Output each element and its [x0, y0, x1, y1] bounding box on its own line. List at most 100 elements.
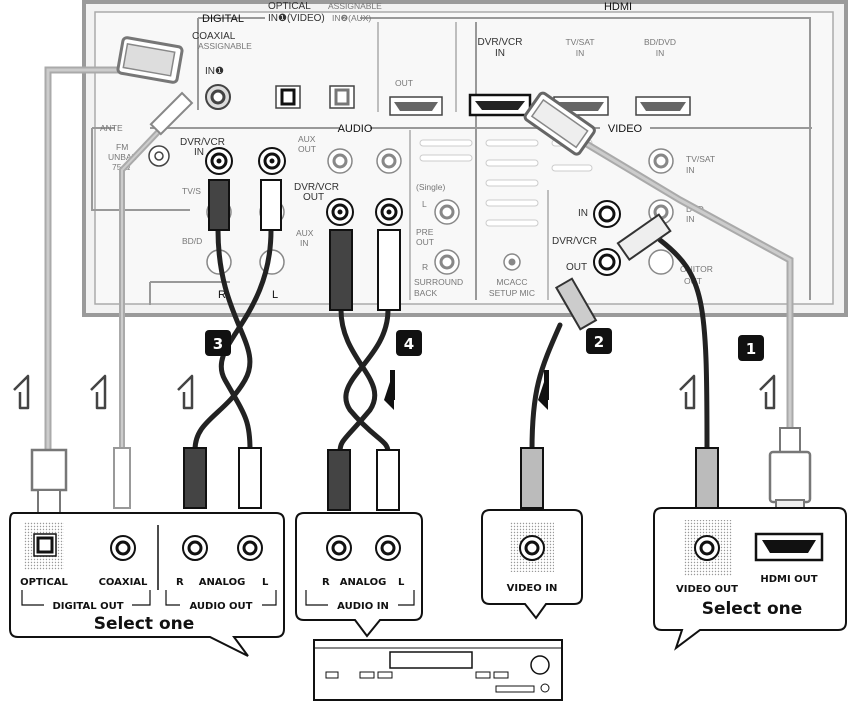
- svg-text:COAXIAL: COAXIAL: [192, 31, 236, 42]
- audio-in-r-jack: [326, 535, 352, 561]
- svg-text:3: 3: [213, 335, 223, 353]
- signal-arrows: [13, 370, 776, 410]
- source-output-box: OPTICAL COAXIAL R ANALOG L DIGITAL OUT A…: [9, 512, 285, 657]
- audio-in-plug-r: [327, 449, 351, 511]
- rca-plug-white-l: [260, 179, 282, 231]
- svg-text:DIGITAL OUT: DIGITAL OUT: [52, 601, 123, 612]
- svg-text:TV/SAT: TV/SAT: [565, 37, 594, 47]
- svg-text:AUDIO OUT: AUDIO OUT: [190, 601, 253, 612]
- coax-plug-top: [149, 91, 194, 136]
- optical-plug-bottom: [30, 448, 68, 515]
- svg-text:1: 1: [746, 340, 756, 358]
- svg-text:(Single): (Single): [416, 182, 445, 192]
- recorder-audio-in-box: R ANALOG L AUDIO IN: [295, 512, 423, 638]
- audio-in-l-jack: [375, 535, 401, 561]
- svg-text:BD/D: BD/D: [182, 236, 202, 246]
- svg-text:Select one: Select one: [94, 614, 195, 634]
- hdmi-out-jack: [754, 532, 824, 562]
- coax-plug-bottom: [113, 447, 131, 509]
- svg-text:IN: IN: [686, 165, 695, 175]
- svg-text:FM: FM: [116, 142, 128, 152]
- rca-jacks-dark: [205, 147, 621, 276]
- svg-text:IN❷(AUX): IN❷(AUX): [332, 13, 371, 23]
- svg-text:L: L: [422, 199, 427, 209]
- analog-out-cable-l: [218, 227, 274, 453]
- svg-text:IN: IN: [194, 147, 204, 158]
- fm-antenna-jack: [148, 145, 170, 167]
- audio-in-cable-l: [343, 307, 391, 455]
- svg-text:SETUP MIC: SETUP MIC: [489, 288, 535, 298]
- svg-text:AUX: AUX: [298, 134, 316, 144]
- svg-text:DIGITAL: DIGITAL: [202, 13, 244, 25]
- svg-text:TV/S: TV/S: [182, 186, 201, 196]
- svg-text:R: R: [322, 577, 330, 588]
- rca-jacks-grey: [206, 148, 674, 275]
- svg-text:HDMI: HDMI: [604, 1, 632, 13]
- optical-plug-top: [116, 36, 184, 84]
- analog-plug-l: [238, 447, 262, 509]
- badge-4: 4: [396, 330, 422, 356]
- video-plug-in: [616, 213, 672, 262]
- svg-text:IN: IN: [576, 48, 585, 58]
- svg-text:OPTICAL: OPTICAL: [20, 577, 68, 588]
- badge-3: 3: [205, 330, 231, 356]
- svg-text:OUT: OUT: [395, 78, 413, 88]
- rca-plug-dark-r: [208, 179, 230, 231]
- panel-jacks: [148, 84, 691, 276]
- hdmi-jacks: [389, 93, 691, 117]
- svg-text:IN: IN: [578, 208, 588, 219]
- svg-text:IN❶: IN❶: [205, 66, 224, 77]
- svg-text:DVR/VCR: DVR/VCR: [294, 182, 339, 193]
- svg-text:ANALOG: ANALOG: [199, 577, 246, 588]
- svg-text:ONITOR: ONITOR: [680, 264, 713, 274]
- svg-text:ANTE: ANTE: [100, 123, 123, 133]
- rca-plug-white-aux: [377, 229, 401, 311]
- svg-text:IN: IN: [300, 238, 309, 248]
- audio-in-plug-l: [376, 449, 400, 511]
- hdmi-plug-bottom: [768, 427, 812, 521]
- svg-text:2: 2: [594, 333, 604, 351]
- svg-text:AUDIO: AUDIO: [338, 123, 373, 135]
- video-out-plug: [695, 447, 719, 509]
- optical-in1-jack: [275, 85, 301, 109]
- optical-out-jack: [33, 533, 57, 557]
- analog-out-l-jack: [237, 535, 263, 561]
- svg-text:IN: IN: [656, 48, 665, 58]
- svg-text:4: 4: [404, 335, 414, 353]
- recorder-device-icon: [313, 639, 563, 701]
- svg-text:R: R: [218, 289, 226, 301]
- svg-text:MCACC: MCACC: [496, 277, 527, 287]
- svg-text:AUDIO IN: AUDIO IN: [337, 601, 389, 612]
- svg-text:IN: IN: [495, 48, 505, 59]
- source-video-out-box: VIDEO OUT HDMI OUT Select one: [653, 507, 847, 651]
- svg-text:DVR/VCR: DVR/VCR: [180, 137, 225, 148]
- video-plug-out: [554, 277, 598, 331]
- svg-text:ASSIGNABLE: ASSIGNABLE: [328, 1, 382, 11]
- svg-text:IN: IN: [686, 214, 695, 224]
- svg-text:SURROUND: SURROUND: [414, 277, 463, 287]
- cables: [44, 66, 794, 455]
- svg-text:HDMI OUT: HDMI OUT: [760, 574, 817, 585]
- panel-labels: DIGITAL OPTICAL IN❶(VIDEO) ASSIGNABLE IN…: [100, 1, 715, 301]
- video-to-recorder-cable: [529, 322, 563, 453]
- video-out-jack: [694, 535, 720, 561]
- coaxial-out-jack: [110, 535, 136, 561]
- down-arrow-icon: [384, 370, 549, 410]
- svg-text:L: L: [262, 577, 269, 588]
- svg-text:BACK: BACK: [414, 288, 437, 298]
- svg-text:Select one: Select one: [702, 599, 803, 619]
- svg-text:BD/DVD: BD/DVD: [644, 37, 676, 47]
- video-in-plug: [520, 447, 544, 509]
- optical-cable-core: [46, 68, 122, 452]
- hdmi-plug-top: [523, 91, 596, 156]
- svg-text:OPTICAL: OPTICAL: [268, 1, 311, 12]
- svg-text:OUT: OUT: [298, 144, 316, 154]
- svg-text:COAXIAL: COAXIAL: [99, 577, 148, 588]
- svg-text:OUT: OUT: [416, 237, 434, 247]
- svg-text:OUT: OUT: [303, 192, 324, 203]
- svg-text:L: L: [272, 289, 278, 301]
- svg-text:UNBAL: UNBAL: [108, 152, 137, 162]
- analog-out-cable-r: [192, 227, 253, 453]
- svg-text:DVR/VCR: DVR/VCR: [477, 37, 522, 48]
